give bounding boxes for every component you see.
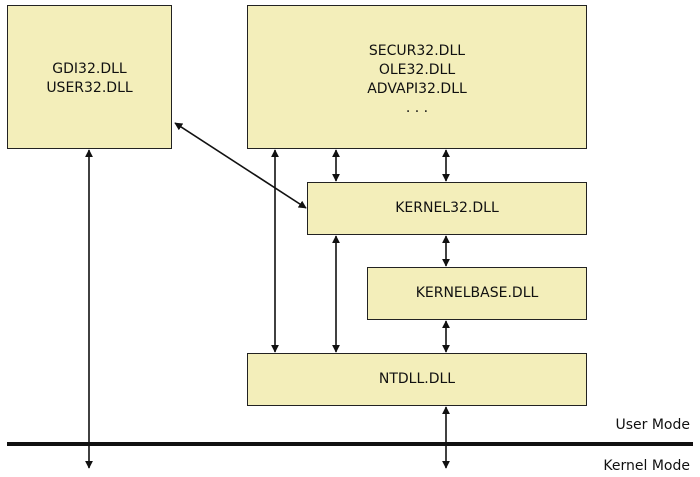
user-mode-label: User Mode	[615, 417, 690, 433]
ellipsis-label: . . .	[405, 100, 429, 116]
user32-label: USER32.DLL	[46, 80, 133, 96]
kernel32-label: KERNEL32.DLL	[395, 200, 499, 216]
secur32-ole32-advapi32-box: SECUR32.DLL OLE32.DLL ADVAPI32.DLL . . .	[247, 5, 587, 149]
gdi32-label: GDI32.DLL	[52, 61, 127, 77]
advapi32-label: ADVAPI32.DLL	[367, 81, 467, 97]
gdi32-user32-box: GDI32.DLL USER32.DLL	[7, 5, 172, 149]
ole32-label: OLE32.DLL	[378, 62, 456, 78]
kernel32-box: KERNEL32.DLL	[307, 182, 587, 235]
arrow-gdi-kernel32	[174, 122, 307, 209]
ntdll-label: NTDLL.DLL	[378, 371, 456, 387]
kernelbase-box: KERNELBASE.DLL	[367, 267, 587, 320]
ntdll-box: NTDLL.DLL	[247, 353, 587, 406]
kernelbase-label: KERNELBASE.DLL	[415, 285, 539, 301]
secur32-label: SECUR32.DLL	[368, 43, 466, 59]
kernel-mode-label: Kernel Mode	[603, 458, 690, 474]
